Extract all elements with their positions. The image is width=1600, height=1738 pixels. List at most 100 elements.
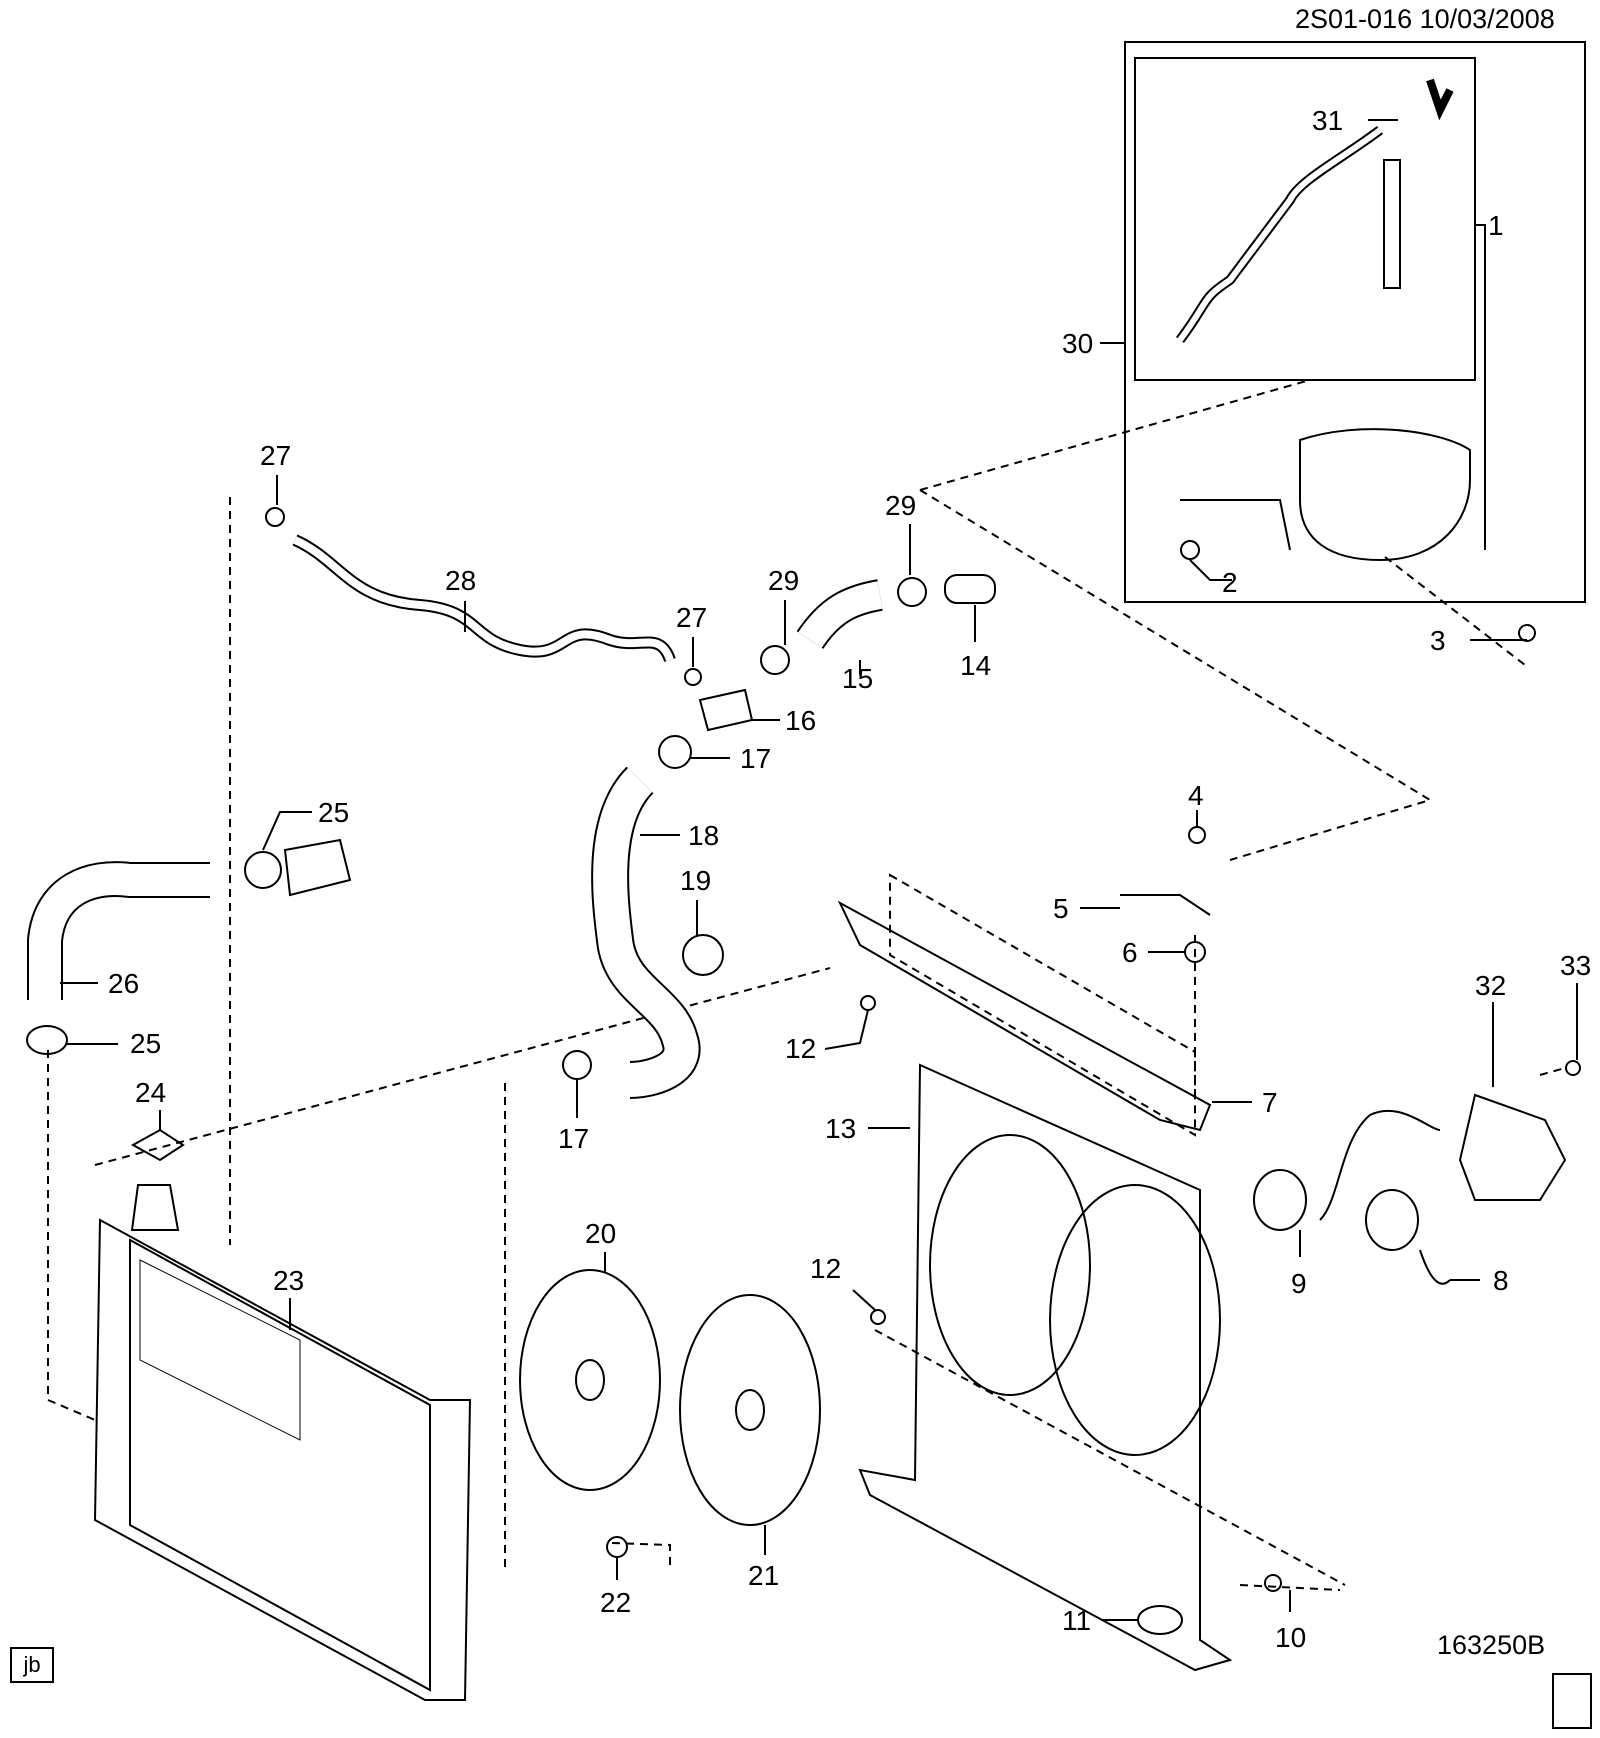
reservoir-bracket: [1180, 499, 1291, 551]
dash-shroud-top: [889, 873, 1196, 1137]
fan-21-hub: [735, 1389, 765, 1431]
hose-16: [698, 688, 754, 732]
cover-32: [1458, 1093, 1567, 1201]
callout-33: 33: [1560, 950, 1591, 981]
callout-27-mid: 27: [676, 602, 707, 633]
reservoir-group-outline: [1124, 41, 1586, 603]
callout-20: 20: [585, 1218, 616, 1249]
fan-shroud-13: [858, 1063, 1233, 1672]
hose-18-inner: [593, 767, 699, 1097]
callout-25-bottom: 25: [130, 1028, 161, 1059]
callout-26: 26: [108, 968, 139, 999]
callout-7: 7: [1262, 1087, 1278, 1118]
upper-bracket-7: [837, 900, 1212, 1132]
leader-2: [1189, 559, 1232, 581]
callout-16: 16: [785, 705, 816, 736]
callout-30: 30: [1062, 328, 1093, 359]
bracket-5: [1120, 894, 1211, 916]
callout-6: 6: [1122, 937, 1138, 968]
callout-31: 31: [1312, 105, 1343, 136]
leader-12-bottom: [852, 1289, 876, 1311]
radiator-filler-neck: [130, 1184, 180, 1231]
bolt-3: [1518, 624, 1536, 642]
callout-17-top: 17: [740, 743, 771, 774]
dash-reservoir-to-29: [919, 379, 1311, 491]
callout-8: 8: [1493, 1265, 1509, 1296]
callout-5: 5: [1053, 893, 1069, 924]
reservoir-hose-inner-box: [1134, 57, 1476, 381]
shroud-ring-right: [1049, 1184, 1221, 1456]
hose-28-inner: [293, 536, 674, 662]
leader-1: [1475, 224, 1486, 550]
nut-22: [606, 1536, 628, 1558]
clamp-27-mid: [684, 668, 702, 686]
bolt-4: [1188, 826, 1206, 844]
dash-33: [1539, 1067, 1566, 1076]
fan-20: [519, 1269, 661, 1491]
clamp-17-bottom: [562, 1050, 592, 1080]
assembly-leader-lines: [47, 379, 1566, 1591]
callout-1: 1: [1488, 210, 1504, 241]
bolt-12-bottom: [870, 1309, 886, 1325]
callout-9: 9: [1291, 1268, 1307, 1299]
radiator-cap-24: [130, 1128, 185, 1162]
callout-13: 13: [825, 1113, 856, 1144]
radiator-fins: [139, 1259, 301, 1441]
outlet-pipe-25: [283, 838, 352, 897]
callout-23: 23: [273, 1265, 304, 1296]
motor-9: [1253, 1169, 1307, 1231]
dash-10: [1239, 1584, 1341, 1591]
callout-29-left: 29: [768, 565, 799, 596]
callout-19: 19: [680, 865, 711, 896]
clamp-19: [682, 934, 724, 976]
callout-2: 2: [1222, 567, 1238, 598]
motor-8-wire: [1419, 1249, 1451, 1285]
callout-3: 3: [1430, 625, 1446, 656]
hose-26-inner: [28, 863, 210, 1000]
callout-17-bottom: 17: [558, 1123, 589, 1154]
clamp-17-top: [658, 735, 692, 769]
callout-4: 4: [1188, 780, 1204, 811]
dash-29-to-4: [919, 489, 1433, 861]
dash-reservoir-to-3: [1384, 556, 1526, 666]
callout-11: 11: [1062, 1605, 1091, 1636]
reservoir-pipe: [1383, 159, 1401, 289]
leader-12-top: [824, 1009, 869, 1050]
clamp-27-top: [265, 507, 285, 527]
callout-leaders: [60, 119, 1578, 1621]
fan-20-hub: [575, 1359, 605, 1401]
leader-25-top: [262, 811, 312, 851]
clamp-29-right: [897, 577, 927, 607]
clamp-25-bottom: [26, 1025, 68, 1055]
callout-18: 18: [688, 820, 719, 851]
callout-14: 14: [960, 650, 991, 681]
callout-22: 22: [600, 1587, 631, 1618]
callout-27-top: 27: [260, 440, 291, 471]
clamp-29-left: [760, 645, 790, 675]
callout-15: 15: [842, 663, 873, 694]
radiator-23: [93, 1218, 472, 1701]
corner-tag: jb: [10, 1647, 54, 1683]
motor-9-wire: [1319, 1109, 1441, 1221]
shroud-ring-left: [929, 1134, 1091, 1396]
fan-21: [679, 1294, 821, 1526]
callout-29-right: 29: [885, 490, 916, 521]
dash-22: [611, 1542, 671, 1565]
document-id: 2S01-016 10/03/2008: [1295, 4, 1555, 34]
callout-labels: 1 2 3 4 5 6 7 8 9 10 11 12 12 13 14 15 1…: [108, 105, 1591, 1653]
reservoir-bolt: [1180, 540, 1200, 560]
callout-10: 10: [1275, 1622, 1306, 1653]
callout-12-bottom: 12: [810, 1253, 841, 1284]
callout-28: 28: [445, 565, 476, 596]
grommet-11: [1137, 1605, 1183, 1635]
hose-15-inner: [798, 581, 883, 649]
dash-shroud-bottom: [874, 1329, 1346, 1586]
hose-14: [944, 574, 996, 604]
callout-21: 21: [748, 1560, 779, 1591]
bolt-33: [1565, 1060, 1581, 1076]
gm-spo-logo: [1552, 1673, 1592, 1729]
callout-12-top: 12: [785, 1033, 816, 1064]
motor-8: [1365, 1189, 1419, 1251]
callout-25-top: 25: [318, 797, 349, 828]
